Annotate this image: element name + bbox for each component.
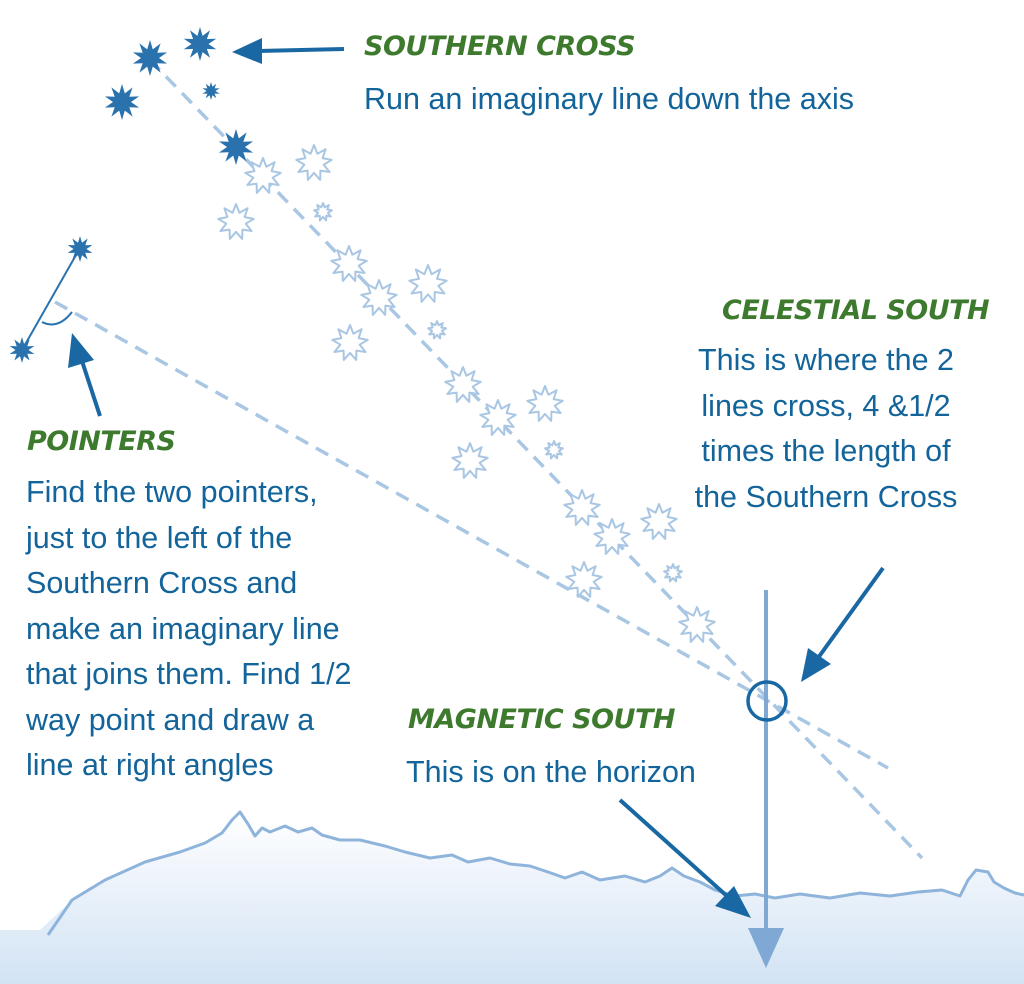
solid-star-icon (183, 27, 217, 61)
faint-star-icon (427, 320, 447, 340)
southern-cross-text: Run an imaginary line down the axis (364, 77, 854, 123)
horizon-ridge-line (46, 810, 1024, 936)
magnetic-south-arrowhead (748, 928, 784, 968)
faint-star-icon (678, 606, 716, 643)
celestial-south-text-line: lines cross, 4 &1/2 (701, 388, 951, 423)
celestial-south-text-line: the Southern Cross (694, 479, 958, 514)
pointers-callout-arrow (68, 333, 102, 417)
faint-stars-group (217, 144, 716, 643)
celestial-south-callout-arrow (801, 566, 885, 682)
magnetic-south-callout-arrow (618, 798, 751, 918)
pointers-connector-line (21, 247, 81, 351)
magnetic-south-heading: MAGNETIC SOUTH (408, 704, 675, 735)
pointers-text-line: just to the left of the (26, 520, 293, 555)
faint-star-icon (313, 202, 333, 222)
right-angle-arc (41, 311, 73, 326)
solid-star-icon (218, 129, 254, 165)
pointers-text-line: make an imaginary line (26, 611, 340, 646)
faint-star-icon (408, 264, 448, 303)
pointers-text: Find the two pointers, just to the left … (26, 470, 352, 789)
faint-star-icon (479, 399, 517, 436)
faint-star-icon (360, 279, 398, 316)
pointers-text-line: way point and draw a (26, 702, 315, 737)
solid-star-icon (9, 337, 35, 363)
faint-star-icon (640, 503, 678, 540)
southern-cross-text-line: Run an imaginary line down the axis (364, 82, 854, 116)
faint-star-icon (593, 518, 631, 555)
faint-star-icon (217, 203, 255, 240)
magnetic-south-text: This is on the horizon (406, 750, 696, 796)
southern-cross-axis-line (148, 58, 924, 860)
pointers-text-line: line at right angles (26, 748, 274, 782)
pointers-heading: POINTERS (27, 426, 176, 457)
solid-star-icon (132, 40, 168, 76)
faint-star-icon (330, 245, 368, 282)
faint-star-icon (451, 442, 489, 479)
celestial-south-text-line: This is where the 2 (698, 343, 954, 377)
solid-star-icon (202, 82, 220, 100)
solid-star-icon (104, 84, 140, 120)
pointers-bisector-line (54, 300, 889, 770)
southern-cross-callout-arrow (232, 38, 345, 64)
pointers-text-line: that joins them. Find 1/2 (26, 657, 352, 691)
celestial-south-text-line: times the length of (701, 434, 951, 468)
horizon-mountains (0, 812, 1024, 984)
faint-star-icon (663, 563, 683, 583)
faint-star-icon (565, 561, 603, 598)
solid-stars-group (9, 27, 254, 363)
faint-star-icon (526, 385, 564, 422)
celestial-south-heading: CELESTIAL SOUTH (722, 295, 990, 326)
magnetic-south-text-line: This is on the horizon (406, 755, 696, 789)
southern-cross-heading: SOUTHERN CROSS (364, 31, 636, 62)
faint-star-icon (544, 440, 564, 460)
pointers-text-line: Southern Cross and (26, 566, 298, 600)
faint-star-icon (295, 144, 333, 181)
celestial-south-marker (746, 680, 788, 722)
solid-star-icon (67, 236, 93, 262)
faint-star-icon (563, 489, 601, 526)
faint-star-icon (331, 324, 369, 361)
pointers-text-line: Find the two pointers, (26, 475, 318, 509)
faint-star-icon (244, 157, 282, 194)
celestial-south-text: This is where the 2 lines cross, 4 &1/2 … (676, 338, 976, 520)
faint-star-icon (444, 366, 482, 403)
